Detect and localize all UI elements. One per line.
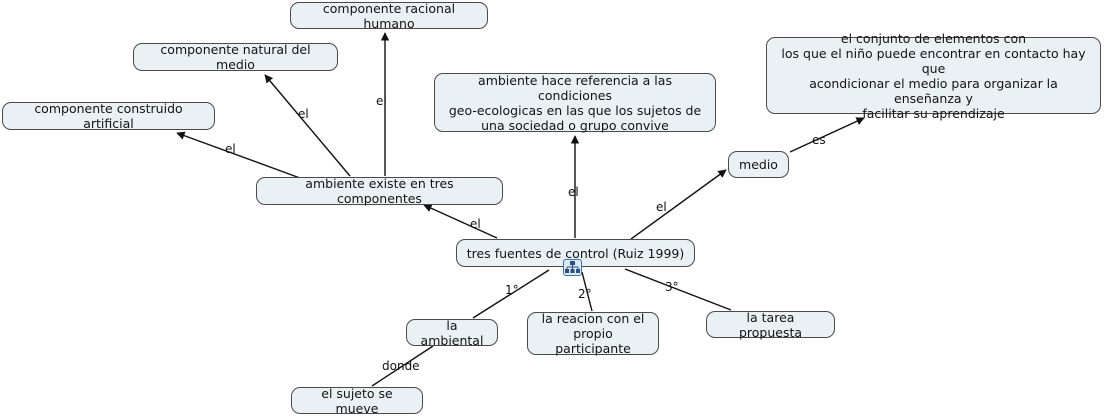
edge-fuentes-ambiente3 xyxy=(423,204,498,239)
edge-label-fuentes-tarea[interactable]: 3° xyxy=(665,280,679,294)
node-tree-icon[interactable] xyxy=(563,259,582,276)
node-ambiente-hace-referencia-condiciones[interactable]: ambiente hace referencia a las condicion… xyxy=(434,73,716,133)
edge-label-ambiente3-artificial[interactable]: el xyxy=(225,142,236,156)
edge-label-fuentes-condiciones[interactable]: el xyxy=(568,185,579,199)
node-la-ambiental[interactable]: la ambiental xyxy=(406,318,498,348)
edge-medio-conjunto xyxy=(789,117,865,153)
edge-label-ambiental-sujeto[interactable]: donde xyxy=(382,359,420,373)
edge-label-medio-conjunto[interactable]: es xyxy=(812,133,826,147)
node-ambiente-existe-en-tres-componentes[interactable]: ambiente existe en tres componentes xyxy=(256,176,503,206)
node-conjunto-de-elementos[interactable]: el conjunto de elementos con los que el … xyxy=(766,31,1101,121)
edge-label-ambiente3-racional[interactable]: el xyxy=(376,94,387,108)
node-el-sujeto-se-mueve[interactable]: el sujeto se mueve xyxy=(291,386,423,416)
node-componente-construido-artificial[interactable]: componente construido artificial xyxy=(2,101,215,131)
node-componente-natural-del-medio[interactable]: componente natural del medio xyxy=(133,42,338,72)
edge-label-fuentes-medio[interactable]: el xyxy=(656,200,667,214)
node-componente-racional-humano[interactable]: componente racional humano xyxy=(290,1,488,31)
node-la-tarea-propuesta[interactable]: la tarea propuesta xyxy=(706,310,835,340)
edge-label-fuentes-ambiental[interactable]: 1° xyxy=(505,283,519,297)
node-la-reacion-con-el-propio-participante[interactable]: la reacion con el propio participante xyxy=(527,311,659,356)
edge-fuentes-medio xyxy=(630,169,727,240)
node-medio[interactable]: medio xyxy=(728,151,789,178)
edge-label-fuentes-reaccion[interactable]: 2° xyxy=(578,287,592,301)
edge-ambiente3-artificial xyxy=(176,131,301,179)
edge-label-fuentes-ambiente3[interactable]: el xyxy=(470,217,481,231)
edge-ambiente3-natural xyxy=(264,74,351,177)
edge-label-ambiente3-natural[interactable]: el xyxy=(298,107,309,121)
